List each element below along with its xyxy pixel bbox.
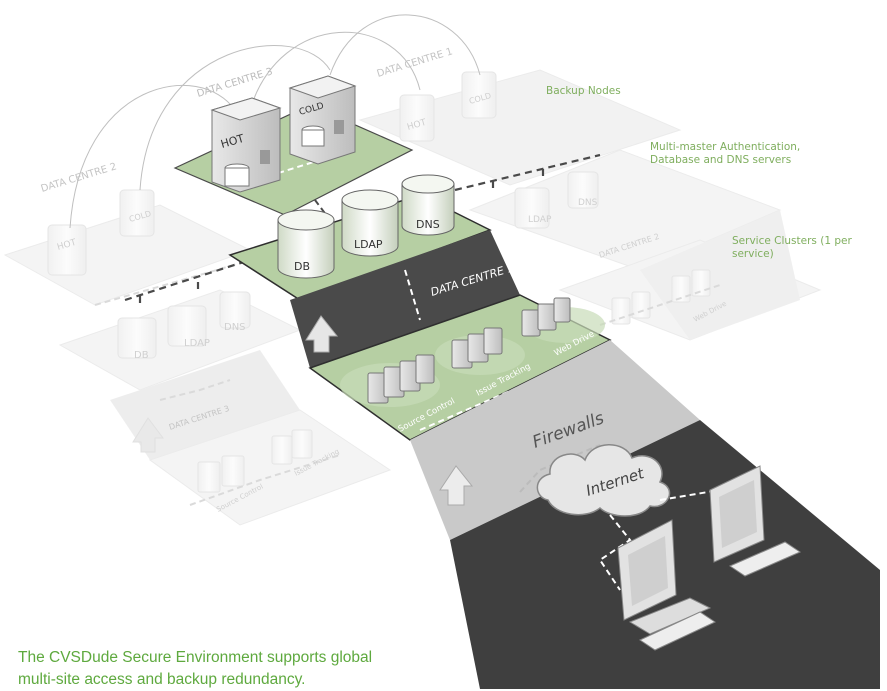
faded-ldap-label-right: LDAP (528, 215, 552, 225)
caption: The CVSDude Secure Environment supports … (18, 647, 538, 691)
dc3-top-label: DATA CENTRE 3 (196, 66, 274, 100)
db-cylinder (277, 209, 335, 279)
service-clusters-label: Service Clusters (1 per service) (732, 235, 852, 260)
ldap-label: LDAP (354, 238, 383, 251)
up-arrow-icon (439, 465, 474, 506)
dc2-left-label: DATA CENTRE 2 (40, 161, 118, 195)
backup-platform (173, 75, 414, 216)
auth-platform (228, 174, 520, 368)
ldap-cylinder (341, 189, 399, 257)
caption-line-2: multi-site access and backup redundancy. (18, 671, 306, 688)
client-computer (709, 465, 802, 577)
faded-db-label: DB (134, 350, 149, 361)
dns-cylinder (401, 174, 455, 236)
client-computer (617, 519, 717, 651)
hot-label: HOT (219, 132, 246, 151)
faded-dns-label: DNS (224, 322, 246, 333)
db-label: DB (294, 260, 310, 273)
up-arrow-icon (305, 315, 339, 353)
auth-servers-label: Multi-master Authentication, Database an… (650, 141, 801, 166)
cold-server (288, 75, 357, 165)
faded-data-centres (3, 69, 822, 526)
hot-server (210, 97, 282, 193)
internet-cloud (536, 444, 671, 517)
caption-line-1: The CVSDude Secure Environment supports … (18, 649, 373, 666)
faded-dns-label-right: DNS (578, 198, 598, 208)
faded-ldap-label: LDAP (184, 338, 210, 349)
backup-nodes-label: Backup Nodes (546, 85, 621, 97)
dns-label: DNS (416, 218, 440, 231)
backup-arcs (69, 14, 481, 229)
